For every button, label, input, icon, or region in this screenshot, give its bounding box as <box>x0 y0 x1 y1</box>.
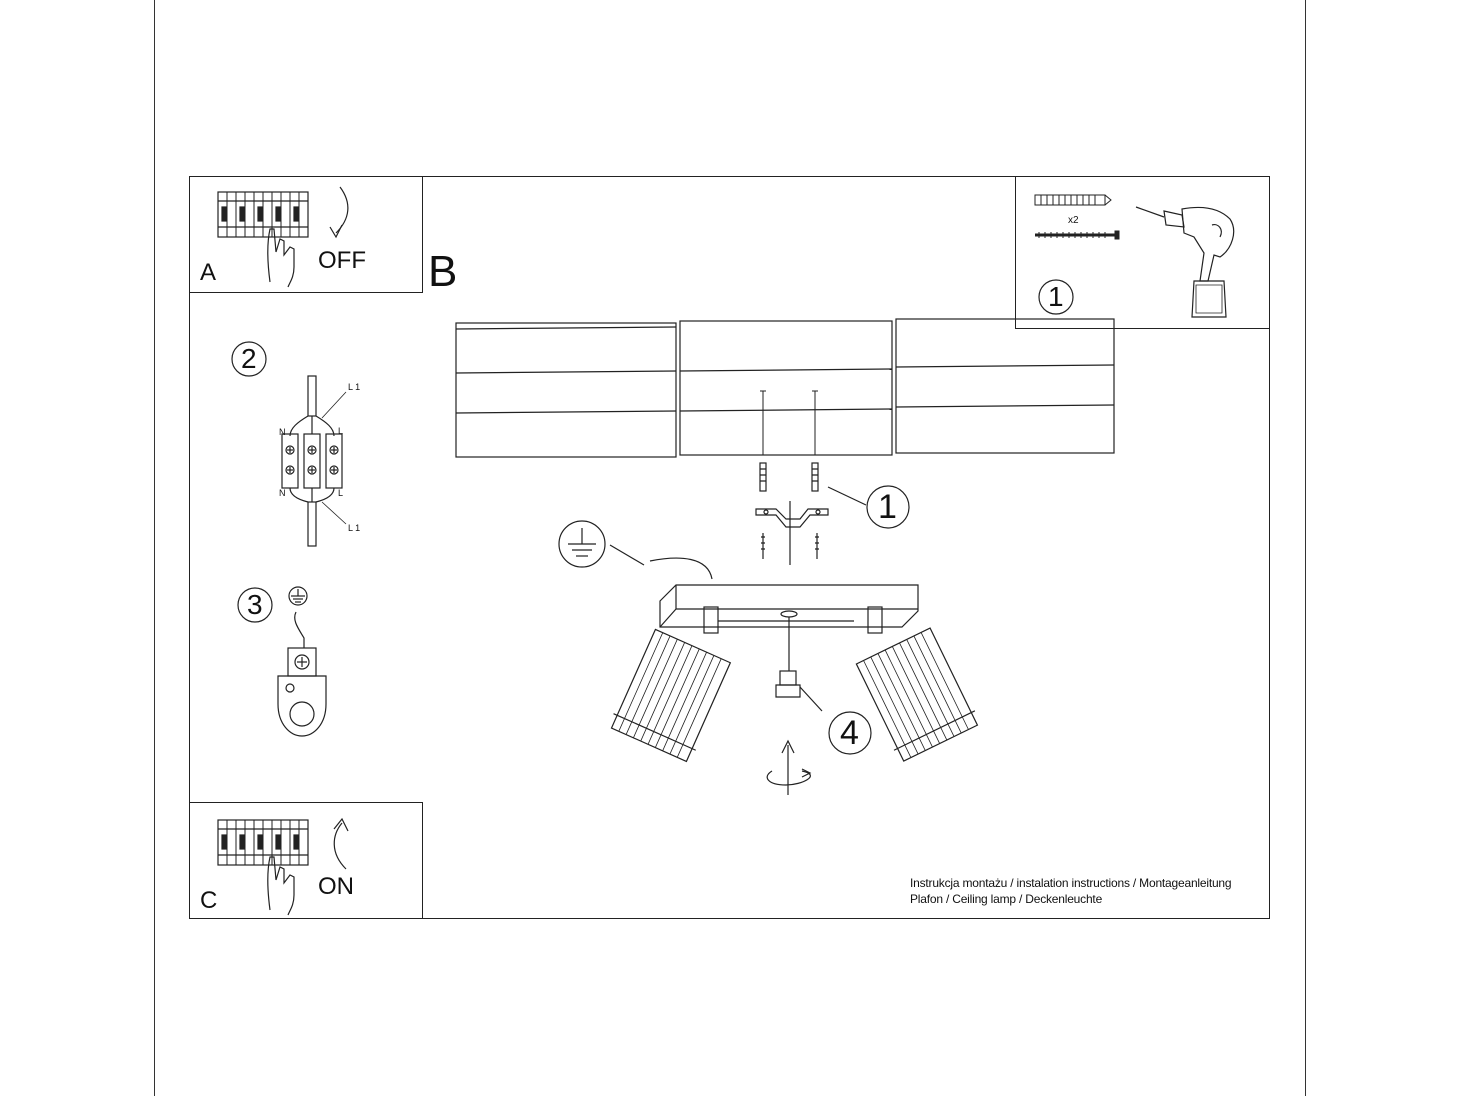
page-right-edge <box>1305 0 1306 1096</box>
callout-1-mount-circle <box>866 485 910 529</box>
wire-label-top-l1: L 1 <box>348 382 361 392</box>
callout-1-mount: 1 <box>878 488 897 526</box>
wire-label-bottom-n: N <box>279 488 286 498</box>
breaker-on-icon <box>217 817 349 916</box>
ground-symbol-icon <box>558 520 606 568</box>
anchor-quantity: x2 <box>1068 215 1079 226</box>
panel-c-letter: C <box>200 887 218 914</box>
callout-1-tools-circle <box>1038 279 1074 315</box>
ceiling-mount-illustration <box>455 318 1115 795</box>
right-spot-shade <box>855 627 979 762</box>
callout-4: 4 <box>840 714 859 752</box>
panel-a-off-label: OFF <box>318 247 366 274</box>
wire-label-top-n: N <box>279 427 286 437</box>
wire-label-bottom-l1: L 1 <box>348 523 361 533</box>
panel-c-power-on: C ON <box>189 802 423 919</box>
callout-2: 2 <box>241 343 257 374</box>
anchor-screw-icon <box>1034 194 1120 240</box>
callout-3-circle <box>237 587 273 623</box>
wire-label-top-l: L <box>338 426 344 436</box>
panel-a-power-off: A OFF <box>189 176 423 293</box>
callout-4-circle <box>828 711 872 755</box>
left-spot-shade <box>610 628 732 763</box>
page-left-edge <box>154 0 155 1096</box>
callout-1-tools: 1 <box>1048 281 1064 312</box>
panel-c-on-label: ON <box>318 873 354 900</box>
panel-tools: x2 1 <box>1015 176 1270 329</box>
breaker-off-icon <box>217 186 349 288</box>
small-ground-icon <box>288 586 308 606</box>
callout-2-circle <box>231 341 267 377</box>
drill-icon <box>1135 206 1235 318</box>
footer-line-2: Plafon / Ceiling lamp / Deckenleuchte <box>910 892 1103 907</box>
terminal-block-diagram <box>281 375 347 547</box>
panel-a-letter: A <box>200 259 217 286</box>
panel-b-letter: B <box>428 247 458 296</box>
instruction-frame <box>189 176 1270 919</box>
earth-terminal-diagram <box>277 586 327 737</box>
callout-3: 3 <box>247 589 263 620</box>
wire-label-bottom-l: L <box>338 488 344 498</box>
footer-line-1: Instrukcja montażu / instalation instruc… <box>910 876 1232 890</box>
terminal-screw-icon <box>285 445 339 475</box>
ceiling-boards <box>455 318 1115 458</box>
footer-caption: Instrukcja montażu / instalation instruc… <box>910 875 1232 907</box>
